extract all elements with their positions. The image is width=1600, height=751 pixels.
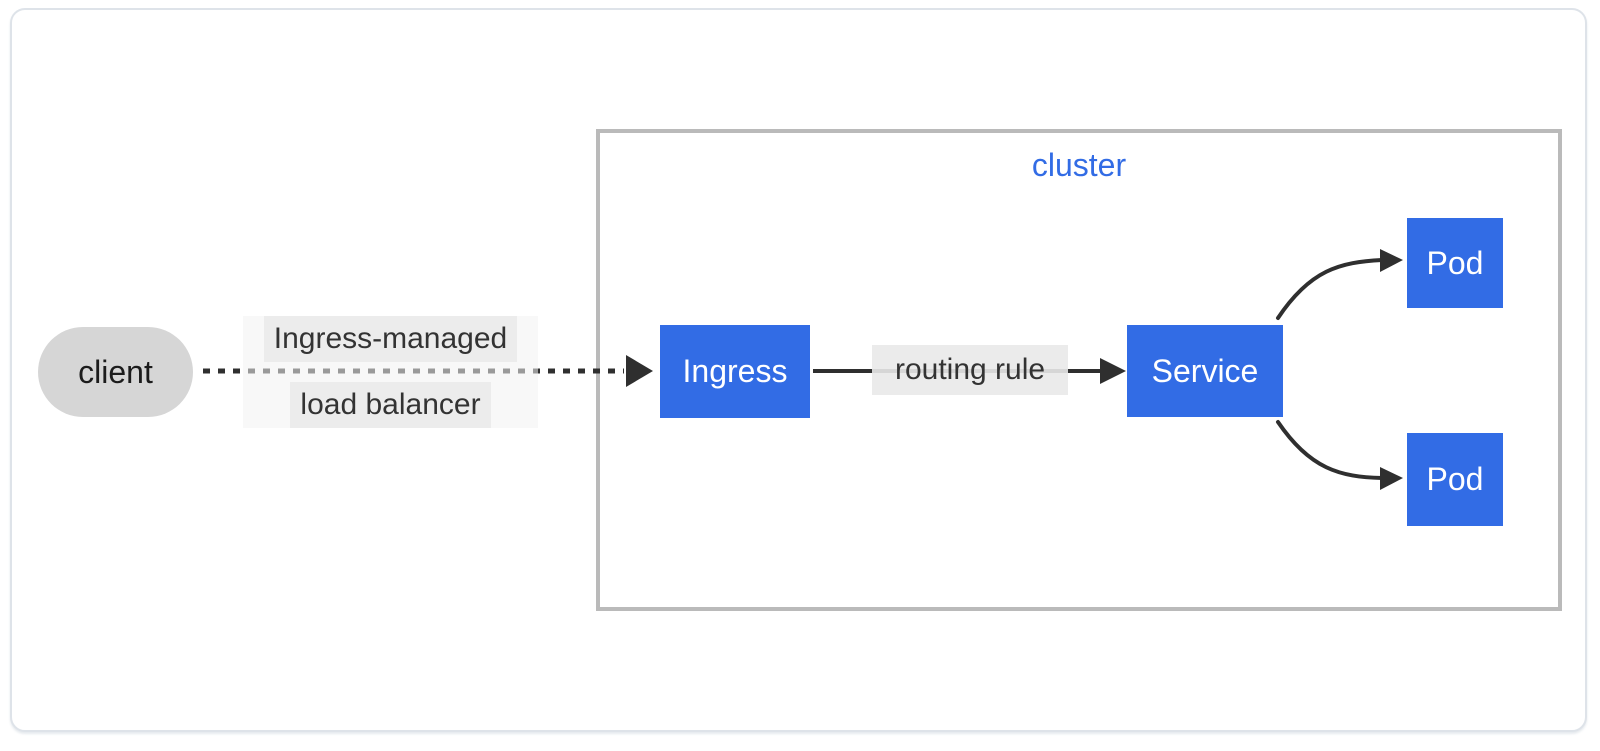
pod2-arrowhead-icon	[1380, 467, 1403, 490]
load-balancer-label-line2: load balancer	[290, 382, 491, 428]
node-client-label: client	[78, 353, 153, 390]
service-to-pod1-curve	[1276, 258, 1384, 320]
node-pod-1: Pod	[1407, 218, 1503, 308]
node-ingress: Ingress	[660, 325, 810, 418]
dashed-arrowhead-icon	[626, 355, 653, 387]
service-to-pod2-curve	[1276, 420, 1384, 480]
node-pod-1-label: Pod	[1426, 244, 1484, 281]
load-balancer-label-line1: Ingress-managed	[263, 316, 518, 362]
node-ingress-label: Ingress	[682, 353, 788, 389]
node-pod-2: Pod	[1407, 433, 1503, 526]
node-client: client	[38, 327, 193, 417]
routing-arrowhead-icon	[1100, 358, 1126, 384]
node-service-label: Service	[1151, 352, 1259, 389]
load-balancer-edge-label: Ingress-managed load balancer	[243, 316, 538, 428]
cluster-label: cluster	[1031, 147, 1127, 183]
node-service: Service	[1127, 325, 1283, 417]
pod1-arrowhead-icon	[1380, 249, 1403, 272]
routing-rule-edge-label: routing rule	[872, 345, 1068, 395]
node-pod-2-label: Pod	[1426, 461, 1484, 497]
